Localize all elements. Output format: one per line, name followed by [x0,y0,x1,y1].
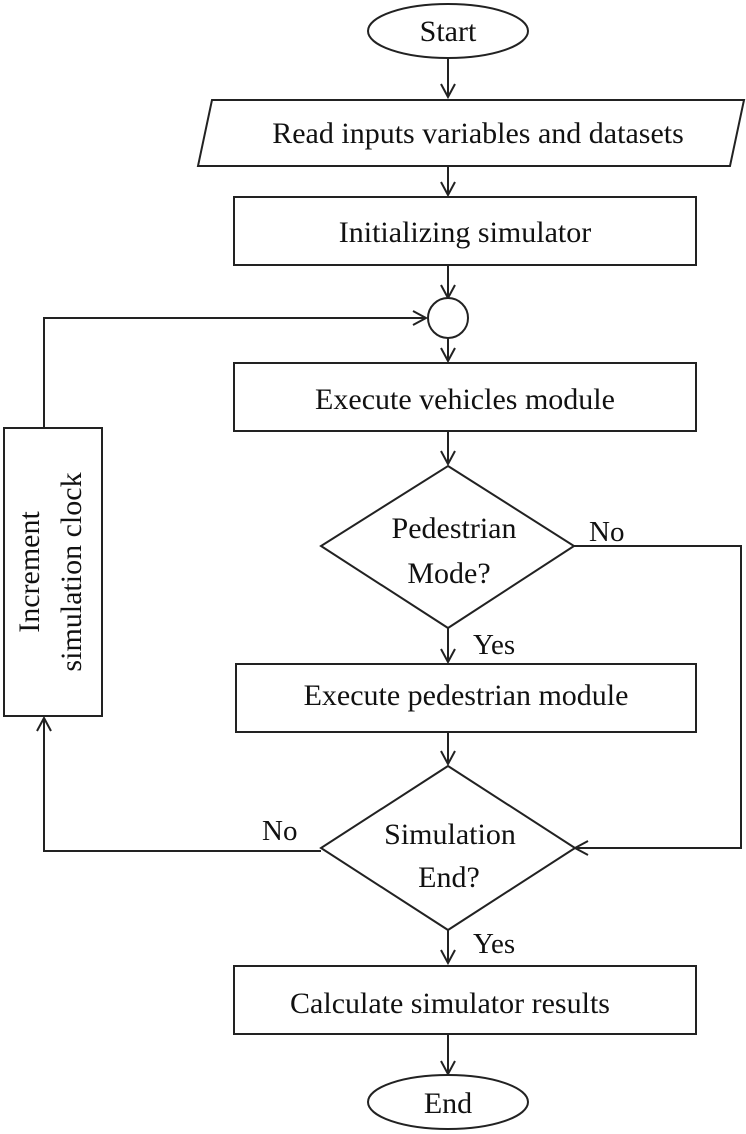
edge-ped-no: No [572,516,742,856]
sim-yes-label: Yes [473,928,515,960]
vehicles-node: Execute vehicles module [233,362,697,432]
arrow-init-to-connector [440,265,456,301]
read-inputs-node: Read inputs variables and datasets [196,99,746,167]
edge-sim-yes: Yes [440,928,515,966]
sim-end-decision: Simulation End? [319,764,577,932]
arrow-vehicles-to-ped-mode [440,431,456,467]
edge-sim-no: No [36,715,321,852]
increment-label-line1: Increment [13,511,46,633]
ped-yes-label: Yes [473,629,515,661]
end-label: End [424,1087,472,1120]
pedestrian-node: Execute pedestrian module [235,663,697,733]
end-node: End [367,1074,529,1130]
arrow-start-to-read [440,58,456,100]
ped-mode-label-line2: Mode? [407,557,490,590]
arrow-pedestrian-to-sim-end [440,732,456,767]
start-label: Start [420,15,477,48]
ped-mode-decision: Pedestrian Mode? [319,464,576,630]
increment-label-line2: simulation clock [55,472,88,671]
start-node: Start [367,3,529,59]
edge-increment-to-connector [43,310,429,428]
loop-connector [427,297,469,339]
init-node: Initializing simulator [233,196,697,266]
vehicles-label: Execute vehicles module [315,383,615,416]
pedestrian-label: Execute pedestrian module [304,679,629,712]
arrow-connector-to-vehicles [440,338,456,364]
ped-no-label: No [589,516,624,548]
arrow-read-to-init [440,166,456,198]
results-node: Calculate simulator results [233,965,697,1035]
ped-mode-label-line1: Pedestrian [392,512,517,545]
increment-node: Increment simulation clock [3,427,103,717]
init-label: Initializing simulator [339,216,591,249]
edge-ped-yes: Yes [440,628,515,665]
read-inputs-label: Read inputs variables and datasets [272,117,684,150]
sim-no-label: No [262,815,297,847]
results-label: Calculate simulator results [290,987,610,1020]
arrow-results-to-end [440,1034,456,1077]
sim-end-label-line2: End? [418,861,480,894]
sim-end-label-line1: Simulation [384,818,516,851]
